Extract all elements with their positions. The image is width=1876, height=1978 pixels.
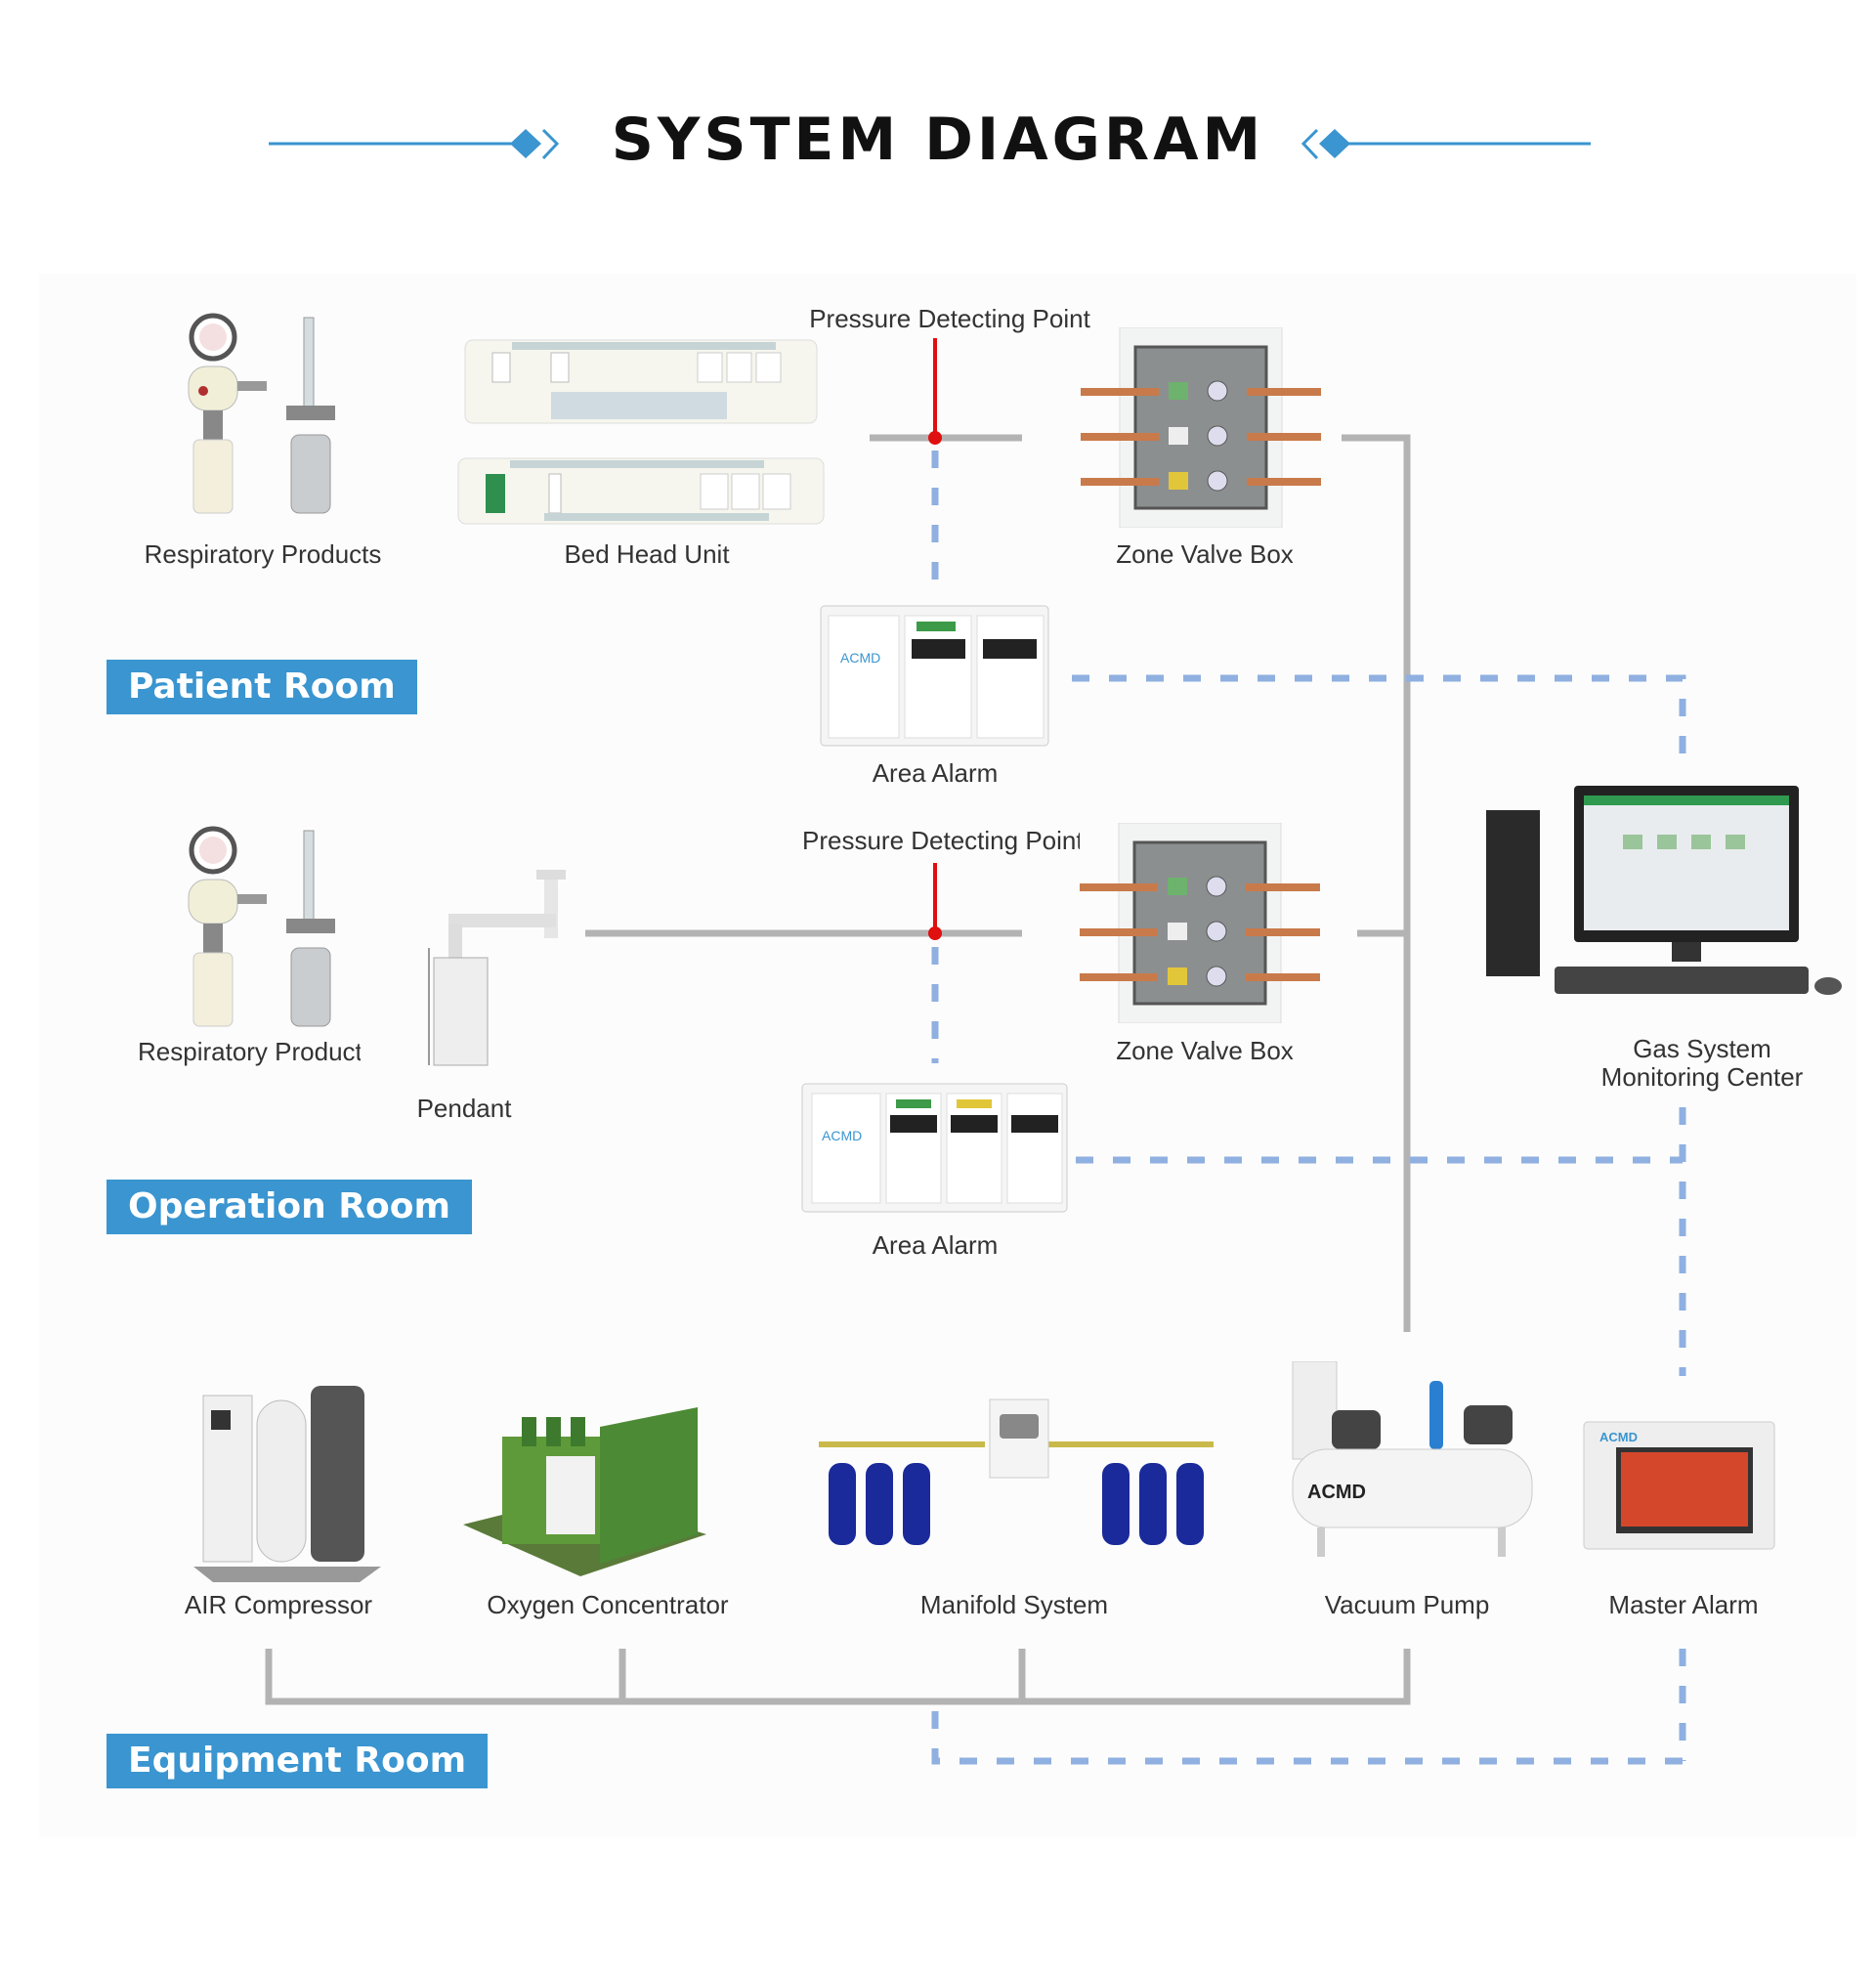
zone-valve-box-label: Zone Valve Box	[1116, 1036, 1294, 1065]
vacuum-pump-image: ACMD	[1288, 1361, 1538, 1564]
pendant-label: Pendant	[416, 1094, 512, 1123]
pressure-point-icon	[928, 431, 942, 445]
monitoring-computer-image	[1486, 786, 1845, 1007]
zone-valve-box-image	[1081, 327, 1321, 528]
air-compressor-label: AIR Compressor	[184, 1590, 373, 1619]
monitoring-center-label: Gas System Monitoring Center	[1601, 1035, 1804, 1092]
svg-text:ACMD: ACMD	[1307, 1482, 1366, 1503]
svg-text:ACMD: ACMD	[840, 650, 880, 666]
oxygen-concentrator-label: Oxygen Concentrator	[487, 1590, 729, 1619]
pipe-equipment-header	[265, 1649, 1411, 1705]
manifold-system-label: Manifold System	[919, 1590, 1109, 1619]
respiratory-products-label: Respiratory Products	[138, 1037, 361, 1066]
pressure-point-icon	[928, 926, 942, 940]
respiratory-products-label: Respiratory Products	[144, 539, 382, 569]
pressure-detecting-point-label: Pressure Detecting Point	[809, 304, 1090, 333]
area-alarm-image: ACMD	[819, 604, 1050, 748]
pressure-detecting-point-label: Pressure Detecting Point	[802, 826, 1080, 855]
signal-patient-monitor	[1072, 674, 1686, 756]
manifold-system-image	[819, 1395, 1214, 1545]
chevron-icon	[1300, 128, 1319, 160]
bed-head-unit-image	[463, 338, 819, 425]
signal-equipment	[931, 1711, 1683, 1765]
zone-valve-box-image	[1079, 823, 1321, 1023]
area-alarm-image: ACMD	[800, 1082, 1069, 1214]
pendant-image	[419, 870, 569, 1082]
bed-head-unit-image	[456, 456, 826, 526]
bed-head-unit-label: Bed Head Unit	[564, 539, 730, 569]
oxygen-concentrator-image	[463, 1407, 706, 1576]
page-title: SYSTEM DIAGRAM	[611, 106, 1265, 174]
equipment-room-tag: Equipment Room	[107, 1734, 489, 1788]
area-alarm-label: Area Alarm	[872, 1230, 999, 1260]
svg-text:ACMD: ACMD	[1599, 1430, 1638, 1444]
title-decoration	[269, 128, 1591, 160]
master-alarm-label: Master Alarm	[1608, 1590, 1759, 1619]
area-alarm-label: Area Alarm	[872, 758, 999, 788]
chevron-icon	[541, 128, 560, 160]
respiratory-products-image	[169, 826, 350, 1032]
diamond-icon	[1319, 129, 1350, 158]
patient-room-tag: Patient Room	[107, 660, 417, 714]
monitoring-center-line2: Monitoring Center	[1600, 1062, 1804, 1092]
pipe-main-riser	[1342, 434, 1411, 1332]
respiratory-products-image	[169, 313, 350, 519]
monitoring-center-line1: Gas System	[1633, 1034, 1771, 1063]
zone-valve-box-label: Zone Valve Box	[1116, 539, 1294, 569]
vacuum-pump-label: Vacuum Pump	[1324, 1590, 1490, 1619]
master-alarm-image: ACMD	[1582, 1420, 1776, 1551]
diamond-icon	[510, 129, 541, 158]
svg-text:ACMD: ACMD	[822, 1128, 862, 1143]
operation-room-tag: Operation Room	[107, 1180, 472, 1234]
air-compressor-image	[193, 1376, 381, 1582]
